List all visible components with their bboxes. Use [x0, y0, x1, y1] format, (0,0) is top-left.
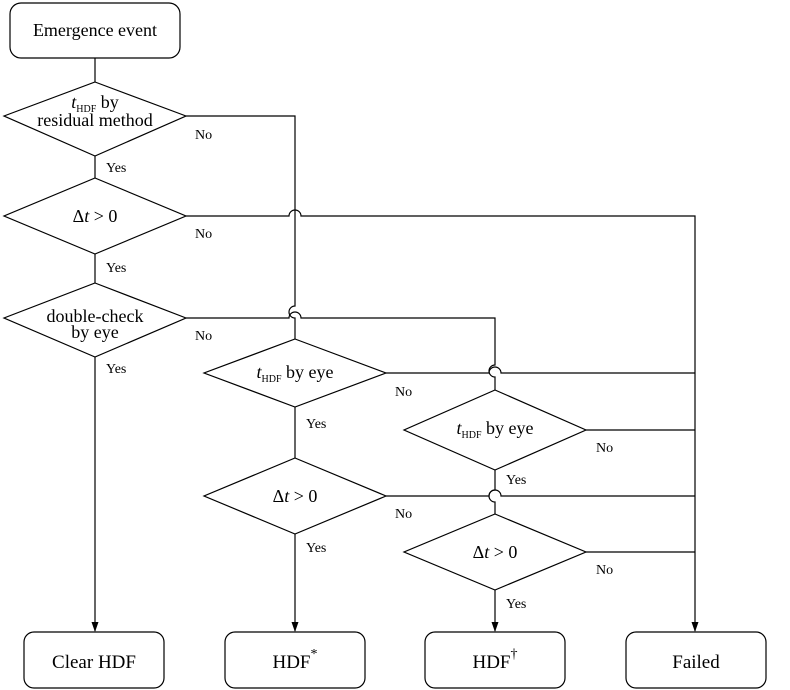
decision-t-by-eye-1: tHDF by eye [202, 338, 388, 408]
label-d2-no: No [195, 227, 212, 242]
start-label: Emergence event [33, 20, 157, 40]
label-d6-yes: Yes [506, 473, 526, 488]
edge-d4-no [386, 366, 695, 374]
label-d5-yes: Yes [306, 541, 326, 556]
edge-labels: No Yes No Yes No Yes No Yes No Yes No Ye… [106, 128, 613, 612]
d2-label: Δt > 0 [73, 206, 118, 226]
edge-d2-no [186, 209, 699, 632]
d6-label: tHDF by eye [456, 418, 533, 441]
edge-d5-no [386, 489, 695, 497]
decision-residual-method: tHDF by residual method [2, 81, 188, 157]
d1-line2: residual method [37, 110, 152, 130]
label-d3-no: No [195, 329, 212, 344]
decision-delta-t-3: Δt > 0 [402, 513, 588, 591]
d1-line1: tHDF by [71, 92, 119, 115]
decision-delta-t-2: Δt > 0 [202, 457, 388, 535]
label-d7-no: No [596, 563, 613, 578]
terminal-hdf-dagger: HDF† [424, 631, 566, 689]
edge-d3-no [186, 311, 496, 390]
label-d6-no: No [596, 441, 613, 456]
terminal-clear-hdf: Clear HDF [23, 631, 165, 689]
d4-label: tHDF by eye [256, 362, 333, 385]
label-d4-yes: Yes [306, 417, 326, 432]
hdf-star-label: HDF* [272, 647, 317, 673]
decision-delta-t-1: Δt > 0 [2, 177, 188, 255]
d5-label: Δt > 0 [273, 486, 318, 506]
hdf-dagger-label: HDF† [472, 647, 517, 673]
clear-hdf-label: Clear HDF [52, 652, 136, 673]
d3-line2: by eye [71, 322, 118, 342]
terminal-hdf-star: HDF* [224, 631, 366, 689]
decision-double-check: double-check by eye [2, 282, 188, 358]
start-node: Emergence event [9, 2, 181, 59]
label-d2-yes: Yes [106, 261, 126, 276]
label-d1-no: No [195, 128, 212, 143]
label-d7-yes: Yes [506, 597, 526, 612]
d3-line1: double-check [47, 306, 144, 326]
edge-d1-no [186, 115, 296, 339]
label-d5-no: No [395, 507, 412, 522]
label-d4-no: No [395, 385, 412, 400]
terminal-failed: Failed [625, 631, 767, 689]
decision-t-by-eye-2: tHDF by eye [402, 389, 588, 471]
failed-label: Failed [672, 652, 720, 673]
edge-d6-yes [488, 470, 496, 514]
label-d1-yes: Yes [106, 161, 126, 176]
connectors [91, 58, 699, 632]
label-d3-yes: Yes [106, 362, 126, 377]
d7-label: Δt > 0 [473, 542, 518, 562]
